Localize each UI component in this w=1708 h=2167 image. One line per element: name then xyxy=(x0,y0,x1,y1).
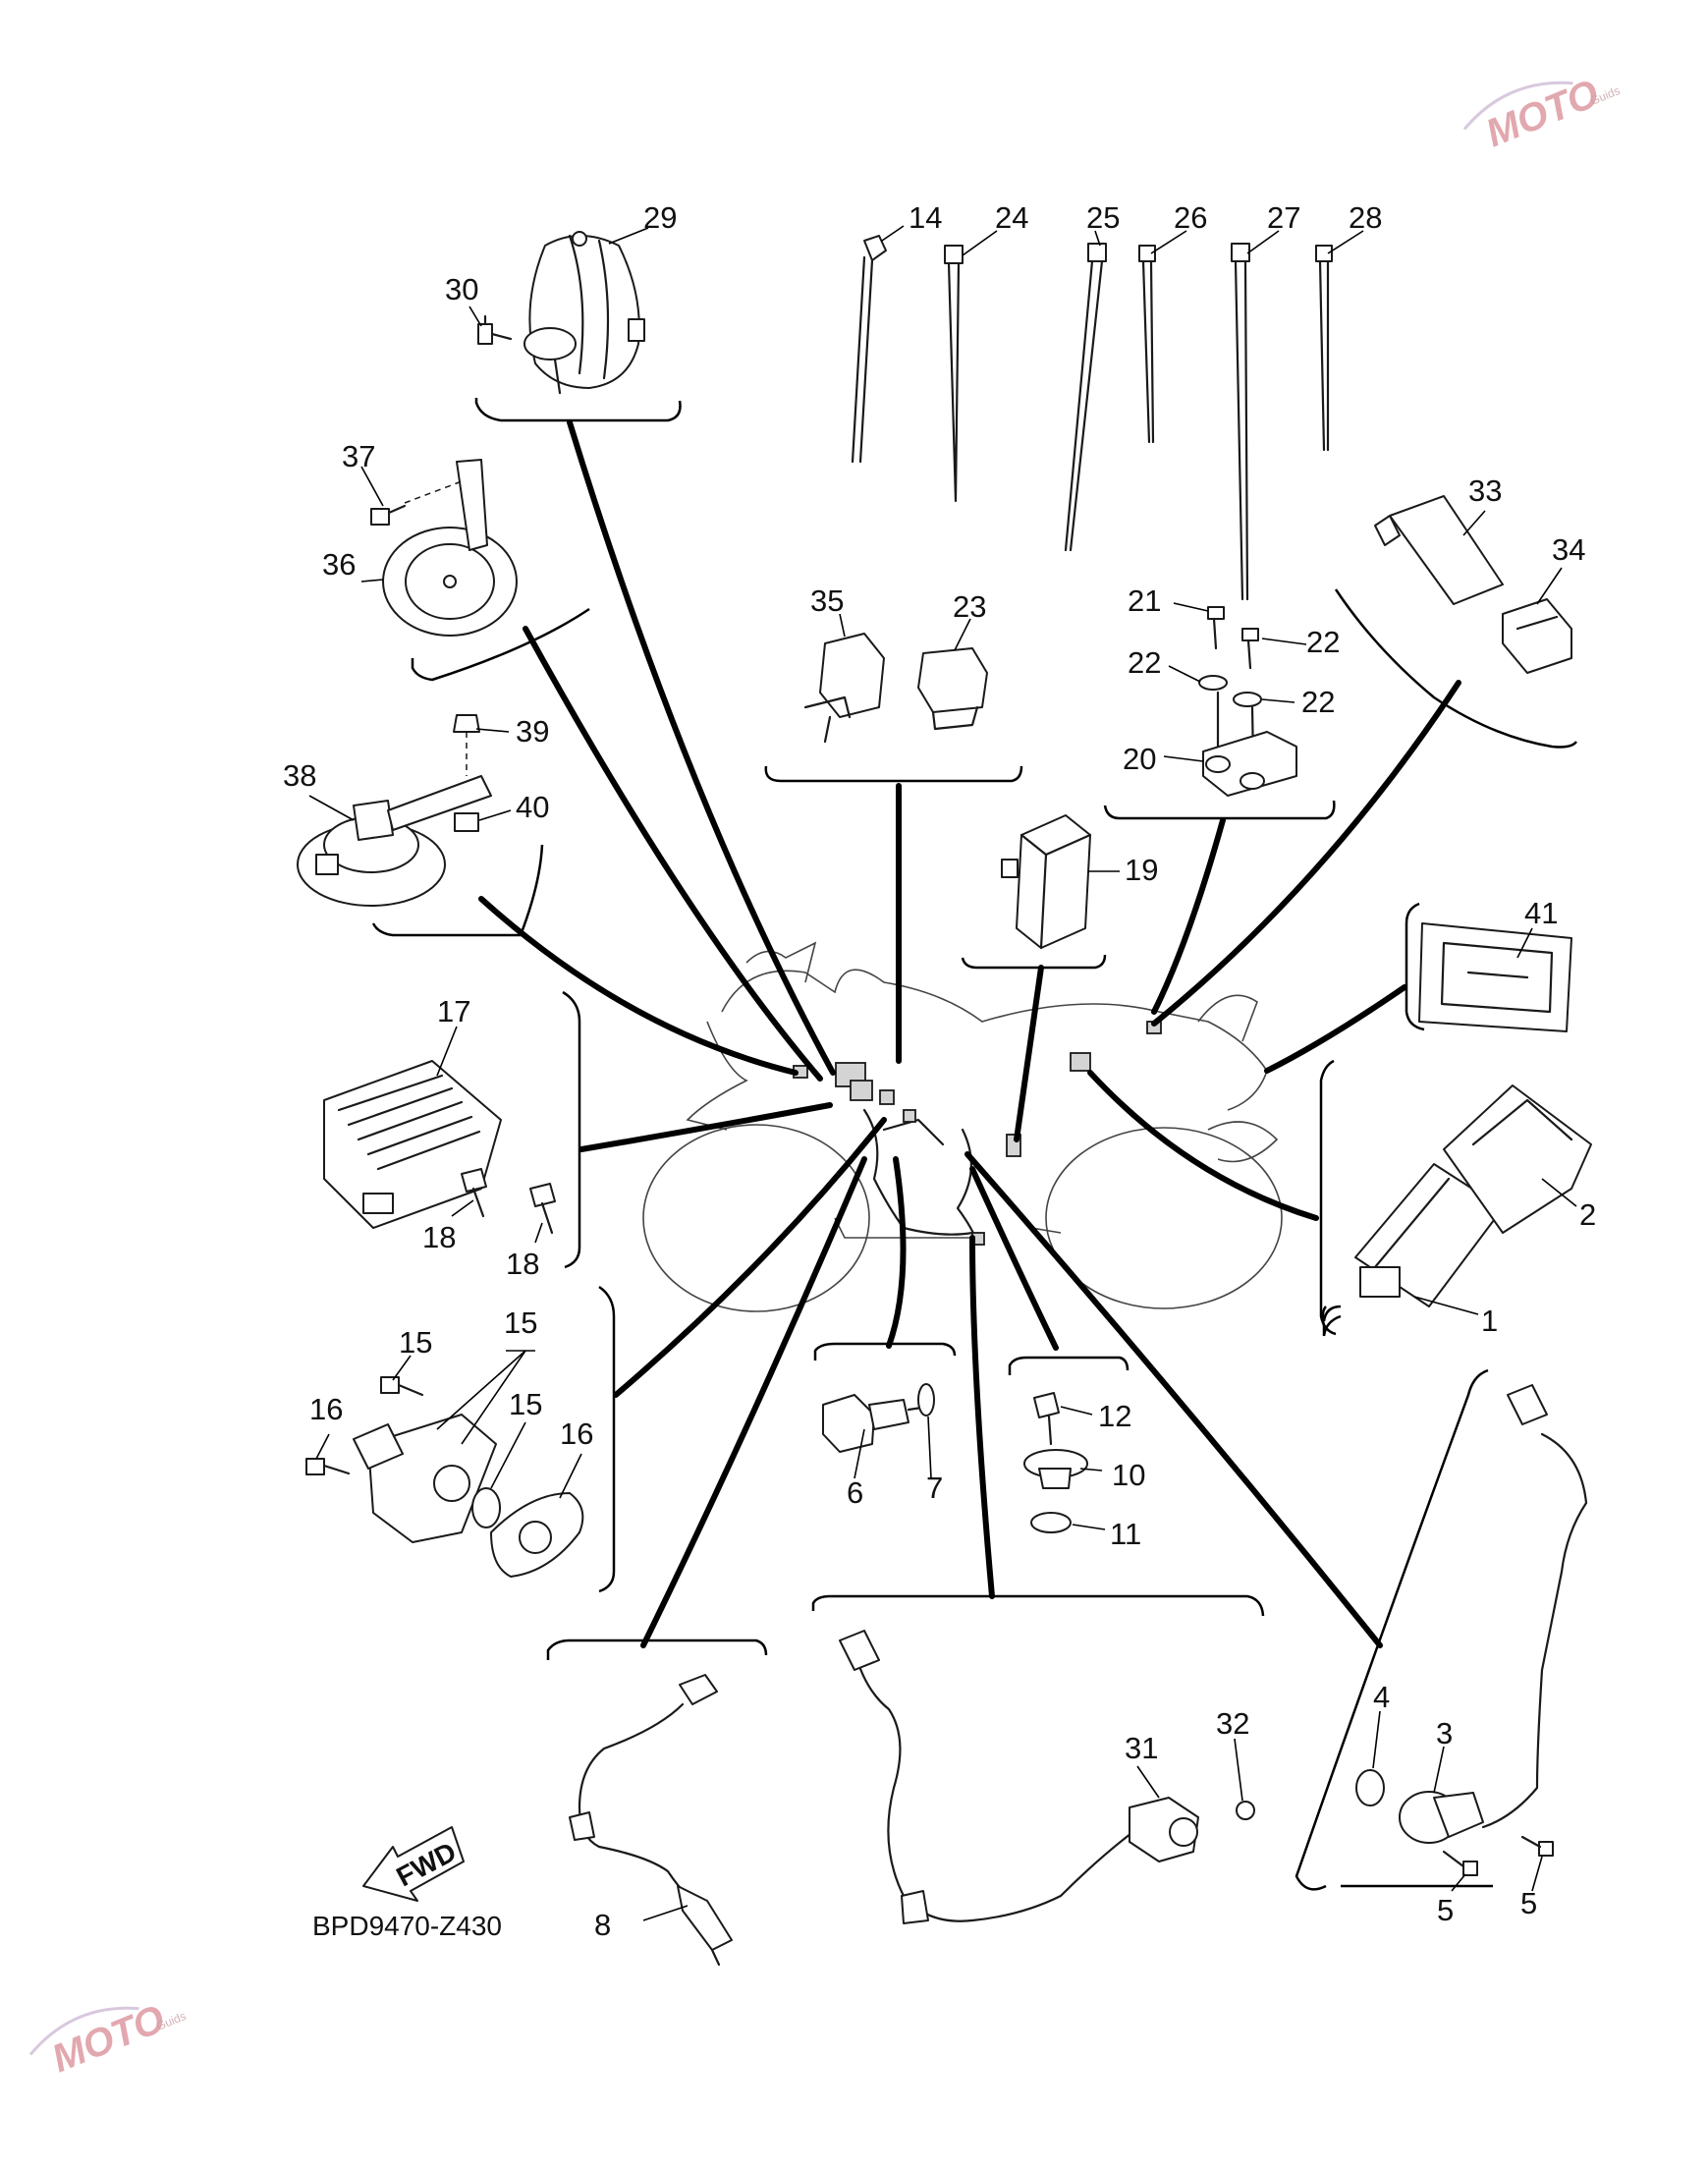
part-4-o-ring xyxy=(1355,1769,1385,1806)
callout-numbers: 29 30 14 24 25 26 27 28 37 36 35 23 21 2… xyxy=(283,200,1596,1942)
callout-8: 8 xyxy=(594,1908,611,1942)
callout-6: 6 xyxy=(847,1475,863,1510)
part-18-bolts xyxy=(461,1168,556,1235)
callout-9: 14 xyxy=(909,200,942,235)
callout-18b: 18 xyxy=(506,1247,539,1281)
part-24-cable-tie xyxy=(944,245,964,503)
callout-39: 39 xyxy=(516,714,549,749)
part-13-throttle-body xyxy=(353,1414,497,1543)
part-3-sensor xyxy=(1399,1384,1588,1844)
callout-18: 18 xyxy=(422,1220,456,1254)
part-31-switch xyxy=(839,1630,1199,1924)
callout-5b: 5 xyxy=(1520,1886,1537,1920)
callout-19: 19 xyxy=(1125,853,1158,887)
part-23-relay xyxy=(917,647,988,731)
part-17-regulator xyxy=(323,1060,502,1229)
callout-20: 20 xyxy=(1123,742,1156,776)
part-25-cable-tie xyxy=(1064,243,1107,552)
part-28-cable-tie xyxy=(1315,245,1333,452)
part-2-cover xyxy=(1443,1084,1592,1234)
callout-22: 22 xyxy=(1128,645,1161,680)
part-9-cable-tie-clip xyxy=(851,235,887,464)
part-26-cable-tie xyxy=(1138,245,1156,444)
wire-harness xyxy=(793,1021,1162,1246)
callout-37: 37 xyxy=(342,439,375,473)
callout-27: 27 xyxy=(1267,200,1300,235)
watermark-bottom-left: MOTO Guids xyxy=(28,1997,188,2081)
part-8-oxygen-sensor xyxy=(569,1674,733,1967)
leader-lines xyxy=(478,419,1461,1648)
part-32-screw xyxy=(1236,1801,1255,1820)
callout-29: 29 xyxy=(643,200,677,235)
callout-2: 2 xyxy=(1579,1197,1596,1232)
part-12-bolt xyxy=(1033,1392,1060,1446)
fwd-arrow-icon: FWD xyxy=(362,1826,465,1902)
callout-36: 36 xyxy=(322,547,356,582)
watermark-top-right: MOTO Guids xyxy=(1462,72,1622,155)
callout-38: 38 xyxy=(283,758,316,793)
callout-15b: 16 xyxy=(309,1392,343,1426)
part-19-unit xyxy=(1001,814,1092,950)
part-11-o-ring xyxy=(1030,1512,1072,1533)
callout-16: 16 xyxy=(560,1417,593,1451)
part-34-connector xyxy=(1502,598,1572,674)
callout-41: 41 xyxy=(1524,896,1558,930)
part-41-label-plate xyxy=(1418,922,1572,1032)
part-6-sensor xyxy=(822,1394,930,1453)
vehicle-frame-outline xyxy=(642,941,1283,1312)
callout-11: 11 xyxy=(1110,1517,1141,1551)
part-35-relay xyxy=(803,633,885,744)
callout-10: 10 xyxy=(1112,1458,1145,1492)
callout-22b: 22 xyxy=(1301,685,1335,719)
callout-31: 31 xyxy=(1125,1731,1158,1765)
part-14-o-ring xyxy=(471,1487,501,1528)
callout-3: 3 xyxy=(1436,1716,1453,1750)
part-5-screws xyxy=(1442,1835,1554,1876)
callout-35: 35 xyxy=(810,583,844,618)
callout-1: 1 xyxy=(1481,1304,1498,1338)
part-16-gasket xyxy=(490,1492,584,1578)
callout-33: 33 xyxy=(1468,473,1502,508)
callout-32: 32 xyxy=(1216,1706,1249,1741)
part-36-horn xyxy=(382,459,518,637)
callout-30: 30 xyxy=(445,272,478,306)
callout-12: 12 xyxy=(1098,1399,1131,1433)
figure-code: BPD9470-Z430 xyxy=(312,1911,502,1941)
callout-lines xyxy=(308,225,1577,1921)
part-15-screws xyxy=(305,1376,424,1475)
part-39-bolt xyxy=(453,714,480,776)
callout-17: 17 xyxy=(437,994,470,1028)
part-7-washer xyxy=(917,1383,935,1417)
callout-34: 34 xyxy=(1552,532,1585,567)
callout-23: 23 xyxy=(953,589,986,624)
part-38-horn xyxy=(297,775,492,907)
part-20-bracket xyxy=(1202,731,1297,797)
callout-4: 4 xyxy=(1373,1680,1390,1714)
part-29-headlight-housing xyxy=(523,231,645,395)
part-27-cable-tie xyxy=(1231,243,1250,601)
callout-21: 21 xyxy=(1128,583,1161,618)
part-37-bolt xyxy=(370,480,463,526)
callout-13: 15 xyxy=(504,1306,537,1340)
part-40-nut xyxy=(454,812,479,832)
callout-14: 15 xyxy=(509,1387,542,1421)
callout-25: 25 xyxy=(1086,200,1120,235)
callout-26: 26 xyxy=(1174,200,1207,235)
callout-21b: 22 xyxy=(1306,625,1340,659)
part-10-sensor xyxy=(1023,1449,1088,1489)
callout-7: 7 xyxy=(926,1471,943,1505)
group-brackets xyxy=(371,398,1578,1891)
callout-28: 28 xyxy=(1349,200,1382,235)
part-21-bolts xyxy=(1207,606,1259,670)
callout-24: 24 xyxy=(995,200,1028,235)
callout-15: 15 xyxy=(399,1325,432,1360)
callout-5: 5 xyxy=(1437,1893,1454,1927)
part-33-control-unit xyxy=(1374,495,1504,605)
part-30-bulb-socket xyxy=(477,314,513,345)
callout-40: 40 xyxy=(516,790,549,824)
